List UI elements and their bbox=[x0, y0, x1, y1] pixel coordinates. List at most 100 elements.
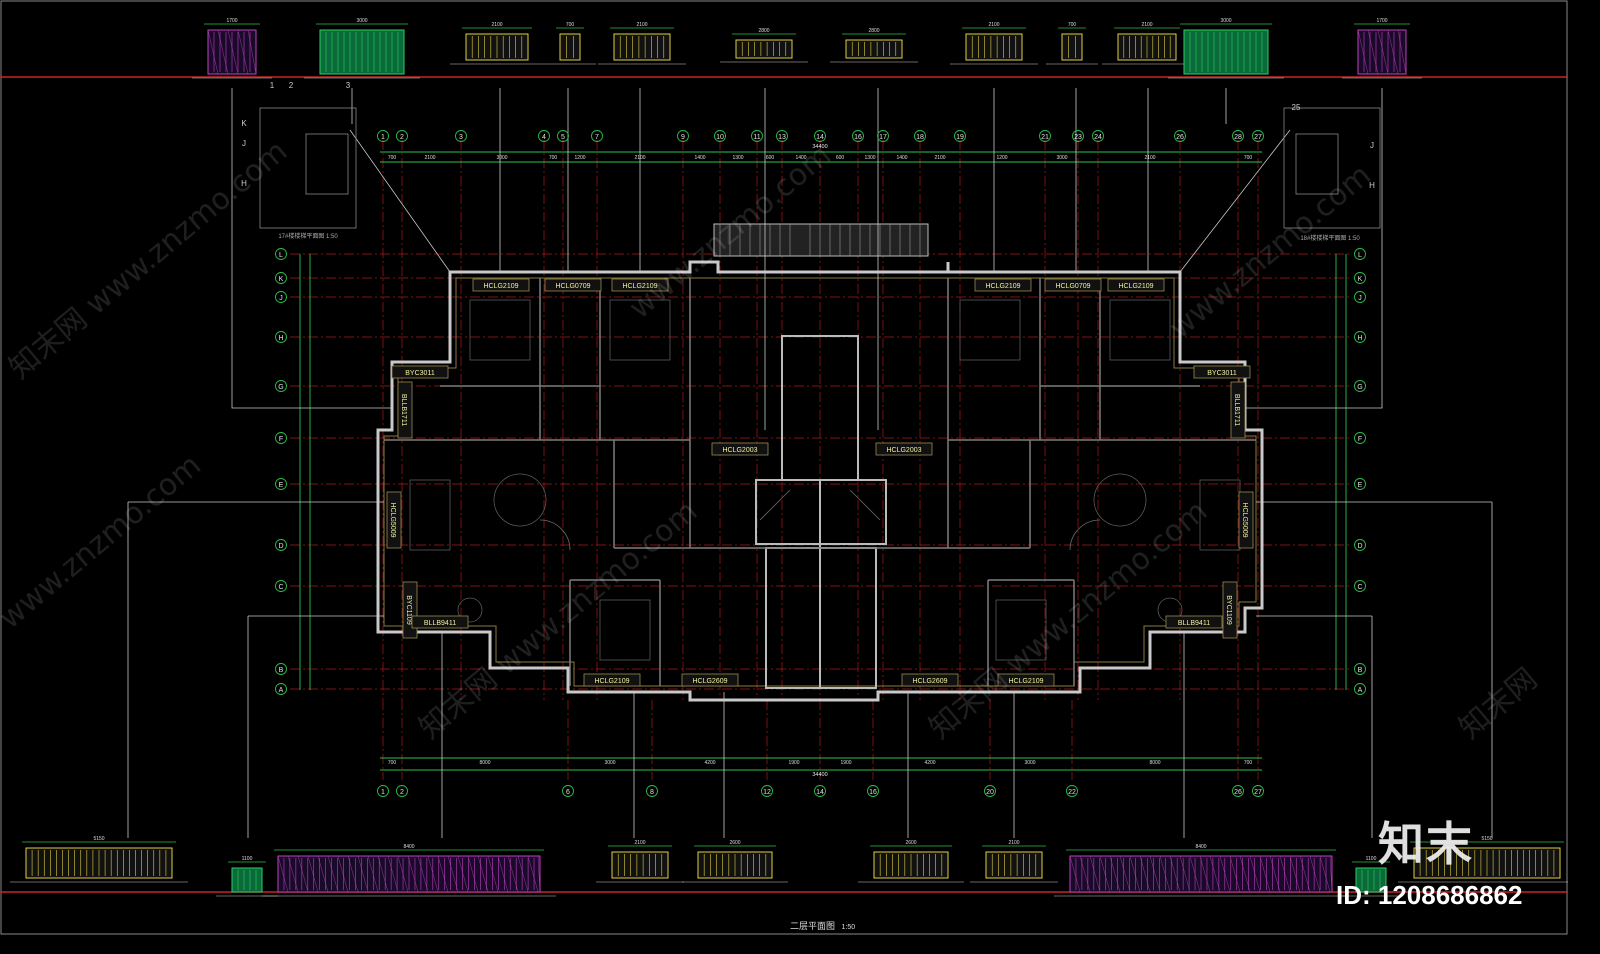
detail-row-left: H bbox=[241, 179, 247, 188]
dim-segment-top: 2100 bbox=[1144, 155, 1155, 161]
svg-text:HCLG2003: HCLG2003 bbox=[886, 447, 921, 454]
dim-segment-bottom: 4200 bbox=[704, 760, 715, 766]
svg-text:www.znzmo.com: www.znzmo.com bbox=[0, 448, 208, 637]
axis-label: 16 bbox=[869, 789, 877, 796]
floor-plan-drawing: 1700 3000 2100 700 2100 2800 2800 2100 700 2100 30… bbox=[0, 0, 1568, 935]
axis-label: J bbox=[279, 295, 283, 302]
detail-axis-left: 1 bbox=[270, 81, 275, 90]
window-elevation: 2800 bbox=[830, 28, 918, 63]
svg-text:HCLG2109: HCLG2109 bbox=[1118, 283, 1153, 290]
svg-text:2600: 2600 bbox=[729, 840, 740, 846]
axis-label: 21 bbox=[1041, 134, 1049, 141]
dim-segment-bottom: 700 bbox=[1244, 760, 1253, 766]
axis-bubble-bottom: 20 bbox=[984, 785, 996, 797]
svg-text:2800: 2800 bbox=[758, 28, 769, 34]
dim-segment-top: 2100 bbox=[934, 155, 945, 161]
axis-bubble-top: 16 bbox=[852, 130, 864, 142]
window-tag: BYC1109 bbox=[402, 581, 418, 639]
axis-bubble-row: E bbox=[1354, 478, 1366, 490]
axis-label: 17 bbox=[879, 134, 887, 141]
axis-label: 2 bbox=[400, 789, 404, 796]
axis-label: 1 bbox=[381, 789, 385, 796]
window-tag: HCLG2109 bbox=[1107, 278, 1165, 292]
window-elevation: 2100 bbox=[450, 22, 544, 65]
detail-axis-right: 25 bbox=[1292, 103, 1301, 112]
window-tag: HCLG2109 bbox=[997, 673, 1055, 687]
axis-label: L bbox=[279, 252, 283, 259]
dim-segment-bottom: 8000 bbox=[1149, 760, 1160, 766]
axis-bubble-top: 18 bbox=[914, 130, 926, 142]
svg-text:2100: 2100 bbox=[636, 22, 647, 28]
axis-bubble-top: 2 bbox=[396, 130, 408, 142]
axis-label: 23 bbox=[1074, 134, 1082, 141]
svg-text:3000: 3000 bbox=[1220, 18, 1231, 24]
window-tag: HCLG2609 bbox=[681, 673, 739, 687]
svg-text:2600: 2600 bbox=[905, 840, 916, 846]
dim-segment-top: 700 bbox=[1244, 155, 1253, 161]
axis-label: 24 bbox=[1094, 134, 1102, 141]
window-tag: BLLB9411 bbox=[411, 615, 469, 629]
axis-bubble-top: 4 bbox=[538, 130, 550, 142]
svg-text:2100: 2100 bbox=[491, 22, 502, 28]
svg-text:2100: 2100 bbox=[1141, 22, 1152, 28]
window-tag: HCLG0709 bbox=[544, 278, 602, 292]
axis-bubble-row: D bbox=[275, 539, 287, 551]
window-tag: HCLG5009 bbox=[1238, 491, 1254, 549]
axis-label: 28 bbox=[1234, 134, 1242, 141]
window-elevation: 2100 bbox=[596, 840, 684, 883]
dim-segment-bottom: 3000 bbox=[1024, 760, 1035, 766]
axis-bubble-top: 21 bbox=[1039, 130, 1051, 142]
dim-segment-bottom: 1900 bbox=[788, 760, 799, 766]
window-elevation: 8400 bbox=[1054, 844, 1348, 897]
window-elevation: 2600 bbox=[858, 840, 964, 883]
axis-bubble-bottom: 22 bbox=[1066, 785, 1078, 797]
svg-text:BYC1109: BYC1109 bbox=[405, 595, 412, 625]
axis-label: 20 bbox=[986, 789, 994, 796]
svg-text:HCLG2609: HCLG2609 bbox=[912, 678, 947, 685]
window-tag: BLLB1711 bbox=[1230, 381, 1246, 439]
dim-segment-top: 1200 bbox=[996, 155, 1007, 161]
axis-label: 10 bbox=[716, 134, 724, 141]
axis-label: 13 bbox=[778, 134, 786, 141]
axis-bubble-top: 19 bbox=[954, 130, 966, 142]
window-elevation: 3000 bbox=[1168, 18, 1284, 79]
dim-segment-top: 3000 bbox=[496, 155, 507, 161]
svg-text:1700: 1700 bbox=[1376, 18, 1387, 24]
axis-label: B bbox=[1358, 667, 1363, 674]
building-outline bbox=[376, 223, 1264, 702]
axis-label: K bbox=[1358, 276, 1363, 283]
dim-overall-top: 34400 bbox=[812, 144, 827, 150]
svg-text:2800: 2800 bbox=[868, 28, 879, 34]
axis-label: H bbox=[278, 335, 283, 342]
detail-row-left: J bbox=[242, 139, 246, 148]
axis-label: 26 bbox=[1176, 134, 1184, 141]
svg-text:5150: 5150 bbox=[1481, 836, 1492, 842]
svg-text:HCLG2109: HCLG2109 bbox=[622, 283, 657, 290]
axis-bubble-row: J bbox=[1354, 291, 1366, 303]
axis-label: B bbox=[279, 667, 284, 674]
axis-bubble-row: A bbox=[275, 683, 287, 695]
svg-text:BLLB9411: BLLB9411 bbox=[424, 620, 456, 627]
detail-caption-right: 18#楼楼梯平面图 1:50 bbox=[1300, 234, 1360, 242]
axis-bubble-row: A bbox=[1354, 683, 1366, 695]
dim-segment-top: 1400 bbox=[694, 155, 705, 161]
axis-bubble-row: G bbox=[1354, 380, 1366, 392]
axis-bubble-bottom: 26 bbox=[1232, 785, 1244, 797]
axis-label: 5 bbox=[561, 134, 565, 141]
axis-label: G bbox=[278, 384, 283, 391]
dim-segment-top: 1300 bbox=[732, 155, 743, 161]
svg-text:8400: 8400 bbox=[1195, 844, 1206, 850]
axis-bubble-bottom: 2 bbox=[396, 785, 408, 797]
axis-bubble-row: F bbox=[1354, 432, 1366, 444]
dim-segment-top: 600 bbox=[836, 155, 845, 161]
axis-label: 2 bbox=[400, 134, 404, 141]
axis-bubble-row: K bbox=[1354, 272, 1366, 284]
window-tag: HCLG2003 bbox=[875, 442, 933, 456]
window-elevation: 2100 bbox=[598, 22, 686, 65]
detail-axis-left: 2 bbox=[289, 81, 294, 90]
svg-text:1100: 1100 bbox=[1366, 856, 1377, 862]
svg-text:HCLG0709: HCLG0709 bbox=[555, 283, 590, 290]
axis-bubble-top: 26 bbox=[1174, 130, 1186, 142]
